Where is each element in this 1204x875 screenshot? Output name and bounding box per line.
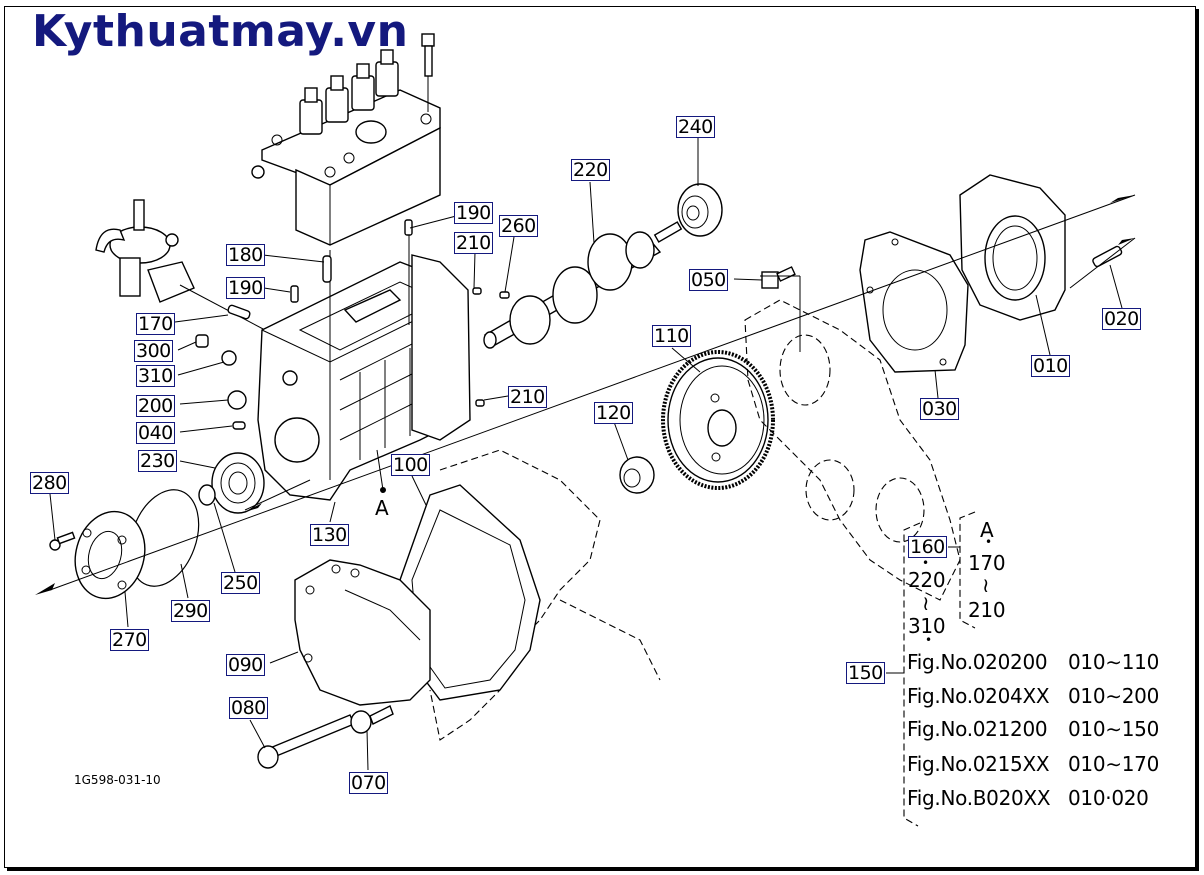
gear-110 <box>661 350 775 490</box>
diagram-frame <box>4 6 1196 868</box>
note-right-to: 210 <box>968 598 1006 622</box>
part-label[interactable]: 040 <box>136 422 175 444</box>
nut-120 <box>619 456 655 494</box>
note-tilde: ≀ <box>982 573 990 597</box>
part-label[interactable]: 080 <box>229 697 268 719</box>
leader-lines <box>49 138 1123 771</box>
housing-010 <box>959 174 1066 321</box>
cover-plate-270 <box>74 510 146 600</box>
part-label[interactable]: 280 <box>30 472 69 494</box>
part-label[interactable]: 190 <box>454 202 493 224</box>
pump-housing <box>257 230 471 501</box>
gear-case-090 <box>294 559 431 706</box>
small-parts <box>195 219 510 430</box>
part-label[interactable]: 200 <box>136 395 175 417</box>
assembly-brackets <box>886 511 976 827</box>
part-label[interactable]: 250 <box>221 572 260 594</box>
note-dot: • <box>925 633 932 647</box>
part-label[interactable]: 070 <box>349 772 388 794</box>
part-label[interactable]: 220 <box>571 159 610 181</box>
gasket-030 <box>859 231 969 373</box>
feed-pump <box>95 199 266 331</box>
part-label[interactable]: 260 <box>499 215 538 237</box>
reference-marker-a: A <box>375 496 389 520</box>
part-label[interactable]: 030 <box>920 398 959 420</box>
figure-range: 010∼150 <box>1068 717 1160 741</box>
note-left-from: 220 <box>908 568 946 592</box>
figure-ref: Fig.No.020200 <box>907 650 1048 674</box>
part-label[interactable]: 290 <box>171 600 210 622</box>
part-label[interactable]: 240 <box>676 116 715 138</box>
figure-range: 010∼170 <box>1068 752 1160 776</box>
part-label[interactable]: 210 <box>454 232 493 254</box>
figure-ref: Fig.No.0204XX <box>907 684 1050 708</box>
center-lines <box>35 194 1136 595</box>
part-label[interactable]: 310 <box>136 365 175 387</box>
figure-ref: Fig.No.021200 <box>907 717 1048 741</box>
part-label[interactable]: 110 <box>652 325 691 347</box>
engine-block-outline <box>429 299 961 741</box>
snap-ring-250 <box>198 484 216 506</box>
part-label[interactable]: 010 <box>1031 355 1070 377</box>
part-label[interactable]: 170 <box>136 313 175 335</box>
part-label[interactable]: 210 <box>508 386 547 408</box>
note-right-from: 170 <box>968 551 1006 575</box>
part-label[interactable]: 270 <box>110 629 149 651</box>
figure-range: 010·020 <box>1068 786 1149 810</box>
part-label[interactable]: 050 <box>689 269 728 291</box>
bearing-230 <box>211 452 265 514</box>
drawing-code: 1G598-031-10 <box>74 773 161 787</box>
note-dot: • <box>985 535 992 549</box>
part-label[interactable]: 100 <box>391 454 430 476</box>
figure-range: 010∼110 <box>1068 650 1160 674</box>
part-label[interactable]: 190 <box>226 277 265 299</box>
bolt-070 <box>350 705 394 734</box>
figure-ref: Fig.No.0215XX <box>907 752 1050 776</box>
stud-020 <box>1092 245 1123 268</box>
reference-dot <box>380 487 386 493</box>
note-marker-a: A <box>980 518 994 542</box>
bolt-050 <box>761 266 796 289</box>
note-left-to: 310 <box>908 614 946 638</box>
part-label[interactable]: 300 <box>134 340 173 362</box>
assembly-label-160[interactable]: 160 <box>908 536 947 558</box>
part-label[interactable]: 020 <box>1102 308 1141 330</box>
watermark-brand: Kythuatmay.vn <box>32 6 409 57</box>
part-label[interactable]: 230 <box>138 450 177 472</box>
note-tilde: ≀ <box>922 591 930 615</box>
camshaft-220 <box>483 221 683 349</box>
figure-range: 010∼200 <box>1068 684 1160 708</box>
bearing-240 <box>677 183 723 237</box>
part-label[interactable]: 130 <box>310 524 349 546</box>
part-label[interactable]: 120 <box>594 402 633 424</box>
part-label[interactable]: 180 <box>226 244 265 266</box>
injection-pump <box>251 33 441 246</box>
assembly-label-150[interactable]: 150 <box>846 662 885 684</box>
bolt-080 <box>257 714 355 769</box>
screw-280 <box>49 531 76 551</box>
figure-ref: Fig.No.B020XX <box>907 786 1051 810</box>
note-dot: • <box>922 556 929 570</box>
part-label[interactable]: 090 <box>226 654 265 676</box>
